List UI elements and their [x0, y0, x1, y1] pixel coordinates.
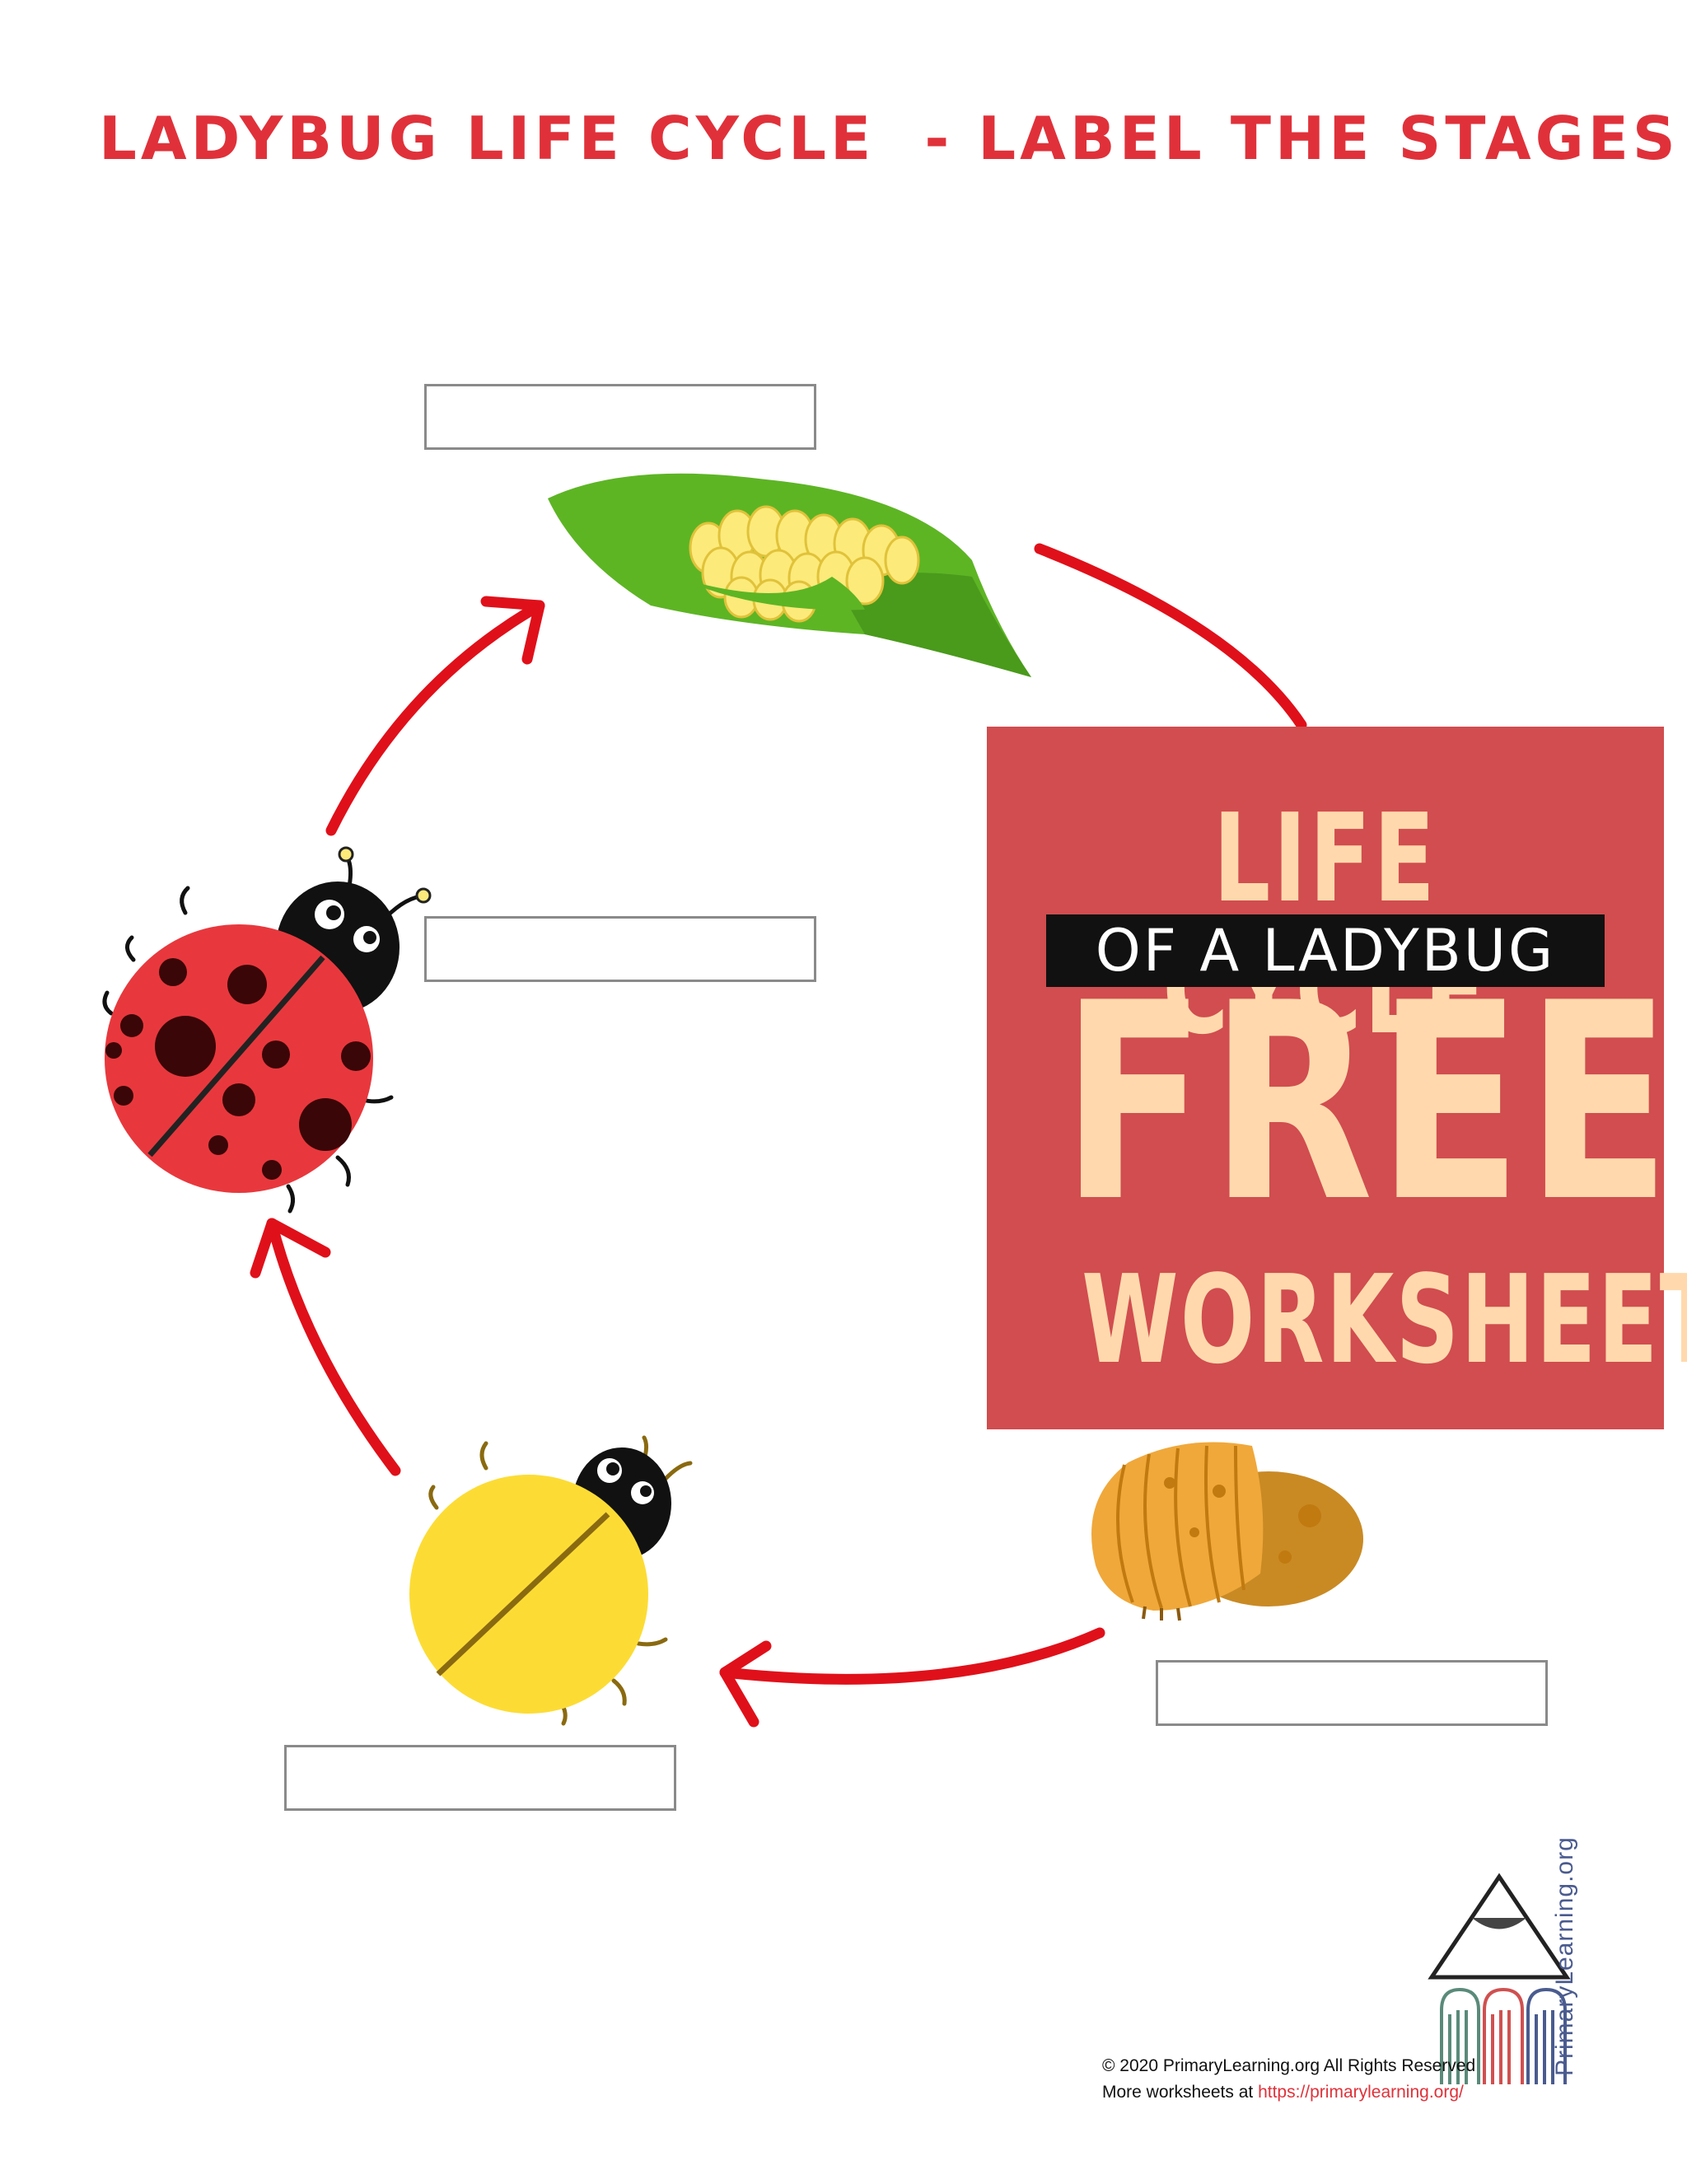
answer-box-larva[interactable] [284, 1745, 676, 1811]
arrow-pupa-to-larva [719, 1627, 1105, 1685]
answer-box-pupa[interactable] [1156, 1660, 1548, 1726]
promo-band [1046, 914, 1605, 987]
promo-line-of-a-ladybug: OF A LADYBUG [1095, 917, 1556, 984]
arrow-larva-to-adult [266, 1218, 401, 1476]
arrow-leaf-to-pupa [1034, 543, 1307, 731]
arrow-adult-to-leaf-head [480, 596, 545, 665]
footer-copyright: © 2020 PrimaryLearning.org All Rights Re… [1102, 2056, 1476, 2075]
cycle-arrows [250, 543, 1307, 1728]
footer-more: More worksheets at https://primarylearni… [1102, 2080, 1596, 2105]
yellow-ladybug-icon [409, 1435, 693, 1726]
answer-box-eggs[interactable] [424, 384, 816, 450]
footer-more-prefix: More worksheets at [1102, 2083, 1259, 2102]
arrow-larva-to-adult-head [719, 1640, 772, 1728]
primarylearning-logo-icon [1428, 1873, 1571, 2084]
pupa-icon [1091, 1442, 1363, 1621]
promo-line-free: FREE [1061, 945, 1675, 1261]
answer-box-adult[interactable] [424, 916, 816, 982]
arrow-larva-to-adult-head2 [250, 1218, 331, 1279]
promo-line-worksheet: WORKSHEET [1082, 1249, 1687, 1391]
footer-link[interactable]: https://primarylearning.org/ [1258, 2083, 1464, 2102]
arrow-adult-to-leaf [325, 600, 545, 836]
promo-banner: LIFE CYCLE OF A LADYBUG FREE WORKSHEET [987, 727, 1687, 1429]
eggs-on-leaf-icon [548, 473, 1031, 677]
worksheet-title: LADYBUG LIFE CYCLE - LABEL THE STAGES [99, 104, 1680, 173]
brand-vertical-text: PrimaryLearning.org [1551, 1836, 1578, 2076]
adult-ladybug-icon [102, 846, 432, 1214]
